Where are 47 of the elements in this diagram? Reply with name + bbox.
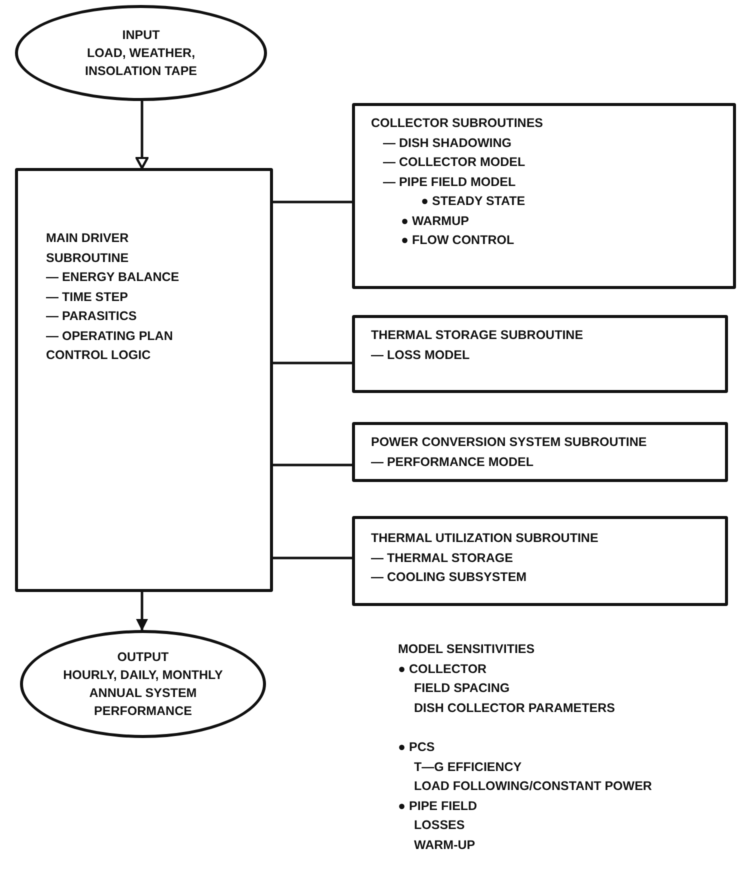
list-item: ● PIPE FIELD	[398, 798, 478, 814]
list-item: WARM-UP	[414, 836, 476, 854]
node-text: — PARASITICS	[46, 308, 137, 325]
connector-line	[273, 200, 352, 204]
arrow	[136, 592, 148, 631]
node-text: — LOSS MODEL	[371, 346, 470, 364]
list-item: T—G EFFICIENCY	[414, 758, 522, 776]
node-text: — PERFORMANCE MODEL	[371, 454, 534, 470]
node-text: ● STEADY STATE	[421, 193, 526, 210]
list-heading: MODEL SENSITIVITIES	[398, 641, 535, 658]
node-text: — COLLECTOR MODEL	[383, 154, 526, 171]
node-heading: THERMAL UTILIZATION SUBROUTINE	[371, 530, 598, 547]
node-text: — PIPE FIELD MODEL	[383, 174, 516, 190]
process-box	[352, 422, 728, 482]
list-item: ● COLLECTOR	[398, 660, 487, 678]
list-item: ● PCS	[398, 739, 435, 756]
process-box	[15, 168, 273, 592]
node-text: — COOLING SUBSYSTEM	[371, 569, 527, 586]
node-heading: OUTPUT	[117, 649, 169, 666]
node-text: — THERMAL STORAGE	[371, 550, 513, 566]
connector-line	[273, 362, 352, 364]
connector-line	[273, 464, 352, 466]
list-item: DISH COLLECTOR PARAMETERS	[414, 700, 615, 716]
node-text: HOURLY, DAILY, MONTHLY ANNUAL SYSTEM PERFORMANCE	[62, 667, 224, 720]
arrow	[135, 101, 149, 170]
node-heading: COLLECTOR SUBROUTINES	[371, 115, 543, 132]
list-item: LOSSES	[414, 817, 465, 834]
list-item: FIELD SPACING	[414, 680, 510, 697]
node-heading: INPUT	[122, 27, 160, 44]
connector-line	[273, 556, 352, 560]
process-box	[352, 315, 728, 393]
node-text: — OPERATING PLAN	[46, 328, 173, 344]
node-text: — DISH SHADOWING	[383, 134, 512, 152]
node-text: — TIME STEP	[46, 288, 128, 306]
node-text: ● FLOW CONTROL	[401, 232, 514, 249]
node-heading: THERMAL STORAGE SUBROUTINE	[371, 327, 584, 344]
terminal-ellipse	[20, 630, 266, 738]
node-text: LOAD, WEATHER, INSOLATION TAPE	[84, 45, 198, 80]
terminal-ellipse	[15, 5, 267, 101]
process-box	[352, 516, 728, 606]
process-box	[352, 103, 736, 289]
node-text: CONTROL LOGIC	[46, 347, 151, 364]
node-heading: POWER CONVERSION SYSTEM SUBROUTINE	[371, 434, 647, 451]
node-text: ● WARMUP	[401, 212, 469, 230]
node-heading: MAIN DRIVER SUBROUTINE	[46, 230, 130, 266]
node-text: — ENERGY BALANCE	[46, 269, 180, 286]
list-item: LOAD FOLLOWING/CONSTANT POWER	[414, 778, 652, 795]
